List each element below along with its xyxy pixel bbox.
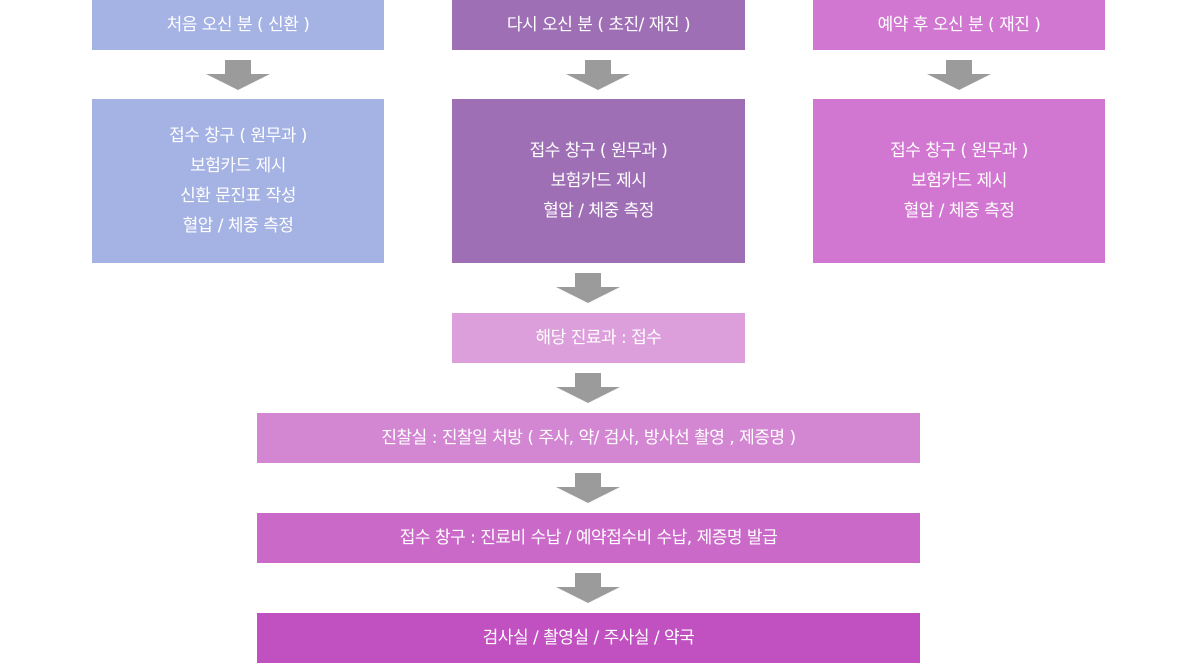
- down-arrow-icon: [566, 60, 630, 90]
- department-box: 해당 진료과 : 접수: [452, 313, 745, 363]
- revisit-reception-box: 접수 창구 ( 원무과 ) 보험카드 제시 혈압 / 체중 측정: [452, 99, 745, 263]
- down-arrow-icon: [556, 373, 620, 403]
- reception-step: 접수 창구 ( 원무과 ): [529, 141, 668, 161]
- payment-box: 접수 창구 : 진료비 수납 / 예약접수비 수납, 제증명 발급: [257, 513, 920, 563]
- reception-step: 혈압 / 체중 측정: [543, 201, 654, 221]
- down-arrow-icon: [556, 573, 620, 603]
- exam-room-box: 진찰실 : 진찰일 처방 ( 주사, 약/ 검사, 방사선 촬영 , 제증명 ): [257, 413, 920, 463]
- down-arrow-icon: [556, 273, 620, 303]
- reception-step: 신환 문진표 작성: [180, 186, 296, 206]
- tests-label: 검사실 / 촬영실 / 주사실 / 약국: [482, 628, 695, 648]
- first-visit-label: 처음 오신 분 ( 신환 ): [166, 15, 310, 35]
- department-label: 해당 진료과 : 접수: [535, 328, 662, 348]
- first-visit-reception-box: 접수 창구 ( 원무과 ) 보험카드 제시 신환 문진표 작성 혈압 / 체중 …: [92, 99, 384, 263]
- down-arrow-icon: [206, 60, 270, 90]
- reserved-reception-box: 접수 창구 ( 원무과 ) 보험카드 제시 혈압 / 체중 측정: [813, 99, 1105, 263]
- tests-box: 검사실 / 촬영실 / 주사실 / 약국: [257, 613, 920, 663]
- revisit-box: 다시 오신 분 ( 초진/ 재진 ): [452, 0, 745, 50]
- reception-step: 보험카드 제시: [550, 171, 647, 191]
- down-arrow-icon: [927, 60, 991, 90]
- payment-label: 접수 창구 : 진료비 수납 / 예약접수비 수납, 제증명 발급: [399, 528, 778, 548]
- reserved-label: 예약 후 오신 분 ( 재진 ): [877, 15, 1041, 35]
- reception-step: 접수 창구 ( 원무과 ): [890, 141, 1028, 161]
- exam-room-label: 진찰실 : 진찰일 처방 ( 주사, 약/ 검사, 방사선 촬영 , 제증명 ): [381, 428, 796, 448]
- reserved-box: 예약 후 오신 분 ( 재진 ): [813, 0, 1105, 50]
- first-visit-box: 처음 오신 분 ( 신환 ): [92, 0, 384, 50]
- reception-step: 보험카드 제시: [911, 171, 1007, 191]
- reception-step: 혈압 / 체중 측정: [182, 216, 294, 236]
- reception-step: 혈압 / 체중 측정: [903, 201, 1015, 221]
- revisit-label: 다시 오신 분 ( 초진/ 재진 ): [506, 15, 691, 35]
- reception-step: 접수 창구 ( 원무과 ): [169, 126, 307, 146]
- down-arrow-icon: [556, 473, 620, 503]
- reception-step: 보험카드 제시: [190, 156, 286, 176]
